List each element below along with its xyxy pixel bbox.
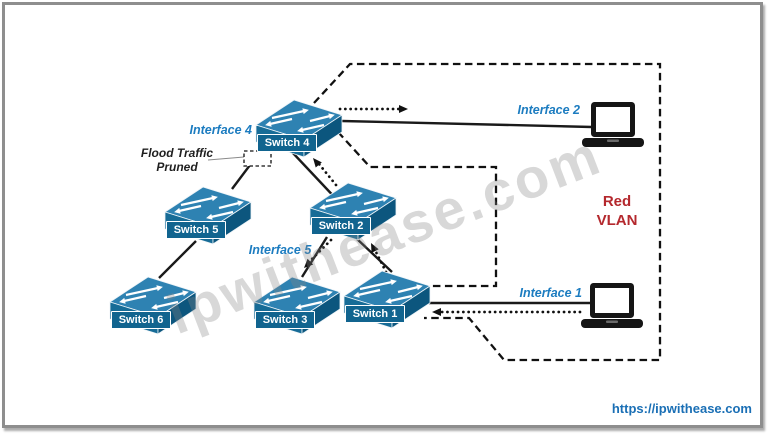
arrowhead — [304, 258, 314, 268]
switch-label: Switch 2 — [311, 217, 371, 235]
laptop-icon — [581, 283, 643, 328]
arrow-line — [210, 210, 234, 219]
arrowhead — [211, 195, 218, 202]
redvlan-inner-path — [337, 131, 498, 288]
arrowhead — [151, 303, 158, 310]
arrow-line — [163, 291, 185, 300]
switch-4: Switch 4 — [254, 95, 344, 159]
arrowhead — [182, 290, 189, 297]
switch-1: Switch 1 — [342, 266, 432, 330]
arrowhead — [432, 308, 441, 316]
arrowhead — [356, 191, 363, 198]
flood-switch1-to-switch2 — [373, 248, 388, 274]
link-switch5-switch6 — [158, 240, 197, 279]
laptop-notch — [607, 139, 619, 142]
laptop-notch — [606, 320, 618, 323]
arrowhead — [319, 203, 326, 210]
switch-6: Switch 6 — [108, 272, 198, 336]
arrow-line — [125, 286, 159, 297]
host-interface1 — [581, 283, 643, 331]
arrow-line — [397, 285, 419, 294]
arrowhead — [399, 105, 408, 113]
flood-traffic-pruned-note: Flood Traffic Pruned — [136, 146, 218, 174]
flood-note-pointer — [207, 156, 245, 161]
arrow-line — [267, 294, 291, 303]
arrowhead — [326, 290, 333, 297]
arrowhead — [351, 209, 358, 216]
arrowhead — [156, 285, 163, 292]
link-switch2-switch3 — [300, 236, 329, 278]
arrowhead — [313, 158, 322, 168]
arrow-line — [271, 109, 305, 120]
arrowhead — [206, 213, 213, 220]
arrow-line — [155, 300, 179, 309]
arrowhead — [265, 120, 272, 127]
interface-2-label: Interface 2 — [517, 103, 580, 117]
arrowhead — [119, 297, 126, 304]
arrow-line — [357, 288, 381, 297]
switch-5: Switch 5 — [163, 182, 253, 246]
link-switch4-host2 — [341, 119, 593, 129]
flood-switch2-to-switch4 — [317, 162, 338, 187]
arrowhead — [328, 113, 335, 120]
arrow-line — [359, 280, 393, 291]
laptop-screen — [596, 107, 630, 132]
arrow-line — [325, 192, 359, 203]
arrow-line — [218, 201, 240, 210]
arrowhead — [390, 279, 397, 286]
arrowhead — [416, 284, 423, 291]
laptop-base — [582, 138, 644, 147]
arrowhead — [300, 285, 307, 292]
arrow-line — [363, 197, 385, 206]
arrow-line — [301, 123, 325, 132]
arrowhead — [297, 126, 304, 133]
flood-note-line2: Pruned — [156, 160, 198, 174]
arrowhead — [353, 291, 360, 298]
arrow-line — [307, 291, 329, 300]
redvlan-outer-path — [313, 62, 662, 362]
laptop-base — [581, 319, 643, 328]
switch-label: Switch 6 — [111, 311, 171, 329]
switch-3: Switch 3 — [252, 272, 342, 336]
interface-1-label: Interface 1 — [519, 286, 582, 300]
interface-4-label: Interface 4 — [189, 123, 252, 137]
switch-label: Switch 4 — [257, 134, 317, 152]
switch-label: Switch 3 — [255, 311, 315, 329]
host-interface2 — [582, 102, 644, 150]
laptop-screen — [595, 288, 629, 313]
arrow-line — [299, 300, 323, 309]
arrowhead — [371, 243, 379, 253]
arrowhead — [382, 196, 389, 203]
arrow-line — [180, 196, 214, 207]
arrowhead — [174, 207, 181, 214]
flood-note-line1: Flood Traffic — [140, 146, 214, 160]
switch-2: Switch 2 — [308, 178, 398, 242]
link-switch2-switch1 — [355, 237, 393, 273]
switch-label: Switch 1 — [345, 305, 405, 323]
arrow-line — [269, 117, 293, 126]
arrow-line — [309, 114, 331, 123]
arrowhead — [295, 303, 302, 310]
red-vlan-label: Red VLAN — [586, 192, 648, 230]
arrow-line — [123, 294, 147, 303]
arrow-line — [389, 294, 413, 303]
vlan-label-line1: Red — [602, 193, 632, 210]
arrowhead — [237, 200, 244, 207]
flood-switch2-to-switch3 — [306, 238, 333, 265]
arrowhead — [263, 297, 270, 304]
switch-label: Switch 5 — [166, 221, 226, 239]
arrow-line — [355, 206, 379, 215]
laptop-icon — [582, 102, 644, 147]
arrowhead — [385, 297, 392, 304]
arrow-line — [323, 200, 347, 209]
arrow-line — [269, 286, 303, 297]
interface-5-label: Interface 5 — [248, 243, 312, 257]
footer-link[interactable]: https://ipwithease.com — [611, 401, 752, 416]
arrow-line — [178, 204, 202, 213]
vlan-label-line2: VLAN — [596, 212, 638, 229]
arrowhead — [302, 108, 309, 115]
